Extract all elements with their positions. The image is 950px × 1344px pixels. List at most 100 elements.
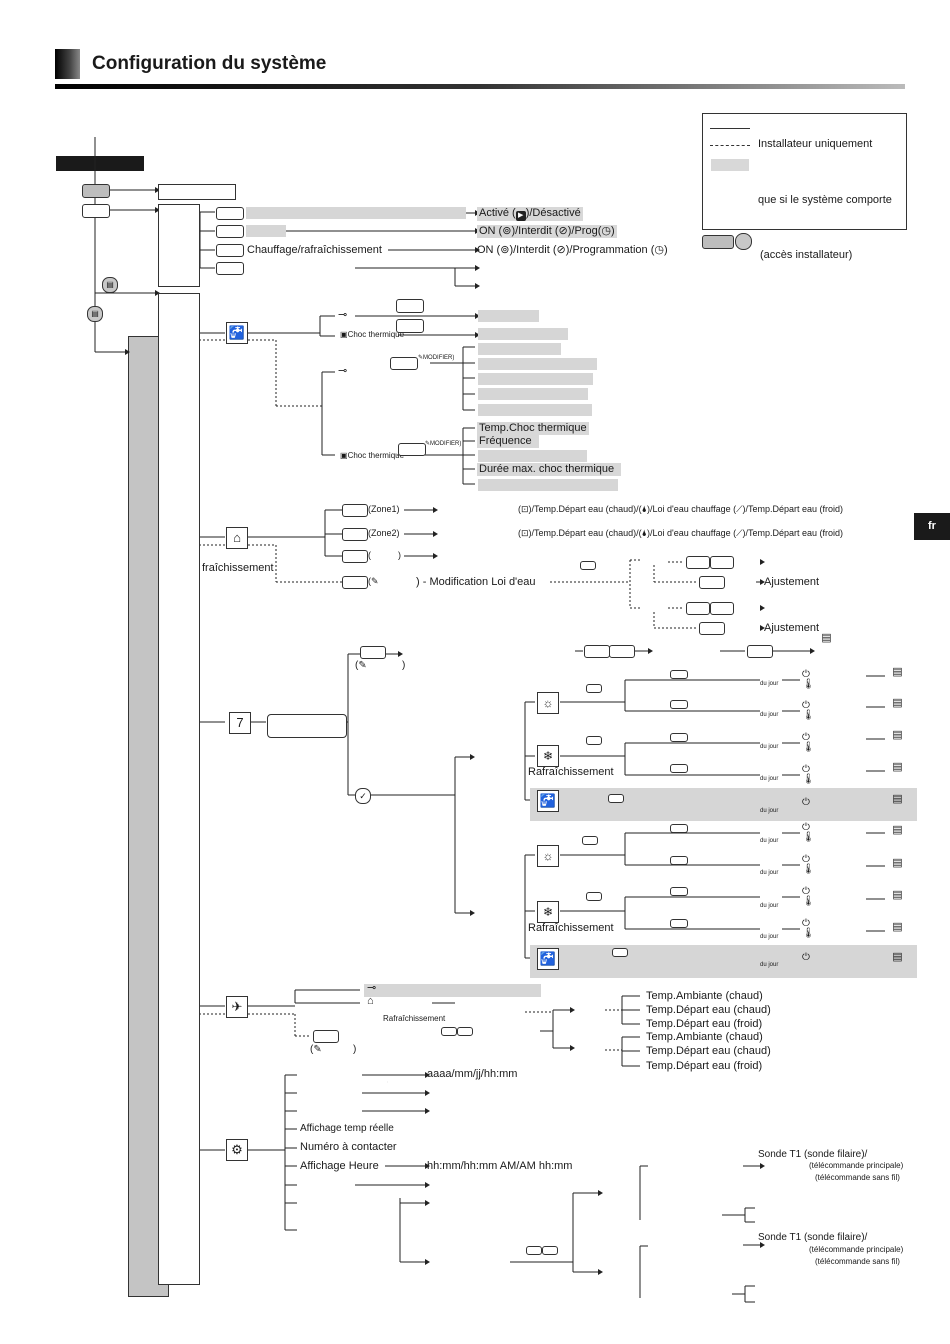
curve-button-2b[interactable] xyxy=(710,602,734,615)
rafraichissement-label-1: Rafraîchissement xyxy=(528,766,614,778)
sun-icon-1[interactable]: ☼ xyxy=(537,692,559,714)
power-icon-10: ⏻ xyxy=(802,952,810,963)
on-prog-end: ) xyxy=(610,225,615,237)
period-button-5[interactable] xyxy=(670,824,688,833)
zone1-button[interactable] xyxy=(342,504,368,517)
holiday-edit-paren-close: ) xyxy=(353,1044,357,1055)
clock-icon: ◷ xyxy=(601,225,611,237)
zone2-button[interactable] xyxy=(342,528,368,541)
water-law-mini-button[interactable] xyxy=(580,561,596,570)
dhw-schedule-icon-2[interactable]: 🚰 xyxy=(537,948,559,970)
house-icon[interactable]: ⌂ xyxy=(226,527,248,549)
list-icon-10: ▤ xyxy=(892,951,903,963)
period-button-1[interactable] xyxy=(670,670,688,679)
on-prog-mid: )/Interdit ( xyxy=(511,225,559,237)
list-icon-7: ▤ xyxy=(892,857,903,869)
dhw-button-1[interactable] xyxy=(396,299,424,313)
modification-loi-label: ) - Modification Loi d'eau xyxy=(416,576,536,588)
period-button-4[interactable] xyxy=(670,764,688,773)
main-button-2[interactable] xyxy=(82,204,110,218)
legend-dashed-line xyxy=(710,145,750,146)
dhw-band-1 xyxy=(478,310,539,322)
water-law-button[interactable] xyxy=(342,576,368,589)
holiday-button-b[interactable] xyxy=(457,1027,473,1036)
modifier-label-2: ✎MODIFIER) xyxy=(425,441,462,447)
drop-icon-1: 🌢 xyxy=(641,504,648,514)
sun-icon-2[interactable]: ☼ xyxy=(537,845,559,867)
duree-max-label: Durée max. choc thermique xyxy=(477,463,621,476)
adjust-button-1[interactable] xyxy=(699,576,725,589)
option-button-4[interactable] xyxy=(216,262,244,275)
settings-gear-icon[interactable]: ⚙ xyxy=(226,1139,248,1161)
menu-icon-b[interactable]: ▤ xyxy=(87,306,103,322)
list-icon-3: ▤ xyxy=(892,729,903,741)
dhw-schedule-band-1 xyxy=(530,788,917,821)
snowflake-icon-2[interactable]: ❄ xyxy=(537,901,559,923)
schedule-paren-open: ( xyxy=(355,660,359,671)
option-button-3[interactable] xyxy=(216,244,244,257)
snowflake-icon-1[interactable]: ❄ xyxy=(537,745,559,767)
period-button-6[interactable] xyxy=(670,856,688,865)
tap-small-icon-1: ⊸ xyxy=(338,309,348,321)
zone1-values: (⊡)/Temp.Départ eau (chaud)/(🌢)/Loi d'ea… xyxy=(518,504,843,514)
period-button-3[interactable] xyxy=(670,733,688,742)
water-law-paren-open: ( xyxy=(368,576,371,586)
option-button-1[interactable] xyxy=(216,207,244,220)
schedule-save-button[interactable] xyxy=(747,645,773,658)
schedule-copy-button-a[interactable] xyxy=(584,645,610,658)
du-jour-3: du jour xyxy=(760,744,779,750)
dhw-band-4 xyxy=(478,358,597,370)
day-button-6[interactable] xyxy=(612,948,628,957)
day-button-3[interactable] xyxy=(608,794,624,803)
on-icon: ⊚ xyxy=(502,225,512,237)
holiday-temp-2: Temp.Départ eau (chaud) xyxy=(646,1004,771,1016)
zone3-button[interactable] xyxy=(342,550,368,563)
holiday-icon[interactable]: ✈ xyxy=(226,996,248,1018)
dhw-modify-button-1[interactable] xyxy=(390,357,418,370)
sensor-button-a[interactable] xyxy=(526,1246,542,1255)
holiday-button-a[interactable] xyxy=(441,1027,457,1036)
day-button-2[interactable] xyxy=(586,736,602,745)
on-prog-tail: )/Prog( xyxy=(567,225,602,237)
period-button-8[interactable] xyxy=(670,919,688,928)
list-icon-6: ▤ xyxy=(892,824,903,836)
zone3-paren-open: ( xyxy=(368,550,371,560)
curve-button-1a[interactable] xyxy=(686,556,710,569)
zone1-label: (Zone1) xyxy=(368,504,400,514)
date-format-label: aaaa/mm/jj/hh:mm xyxy=(427,1068,518,1080)
activated-label: Activé (▶)/Désactivé xyxy=(477,207,583,221)
day-button-5[interactable] xyxy=(586,892,602,901)
dhw-button-2[interactable] xyxy=(396,319,424,333)
legend-solid-line xyxy=(710,128,750,129)
dhw-modify-button-2[interactable] xyxy=(398,443,426,456)
modifier-label-1: ✎MODIFIER) xyxy=(418,355,455,361)
list-icon-8: ▤ xyxy=(892,889,903,901)
adjust-button-2[interactable] xyxy=(699,622,725,635)
dhw-schedule-icon-1[interactable]: 🚰 xyxy=(537,790,559,812)
curve-button-2a[interactable] xyxy=(686,602,710,615)
period-button-7[interactable] xyxy=(670,887,688,896)
sonde-label-1: Sonde T1 (sonde filaire)/ xyxy=(758,1149,868,1160)
day-button-4[interactable] xyxy=(582,836,598,845)
list-icon-5: ▤ xyxy=(892,793,903,805)
dhw-band-9 xyxy=(478,479,618,491)
sonde-label-2: Sonde T1 (sonde filaire)/ xyxy=(758,1232,868,1243)
curve-button-1b[interactable] xyxy=(710,556,734,569)
schedule-copy-button-b[interactable] xyxy=(609,645,635,658)
holiday-edit-button[interactable] xyxy=(313,1030,339,1043)
dhw-tap-icon[interactable]: 🚰 xyxy=(226,322,248,344)
period-button-2[interactable] xyxy=(670,700,688,709)
check-icon[interactable]: ✓ xyxy=(355,788,371,804)
highlight-row-2 xyxy=(246,225,286,237)
schedule-select-box[interactable] xyxy=(267,714,347,738)
day-button-1[interactable] xyxy=(586,684,602,693)
schedule-edit-paren-close: ) xyxy=(402,660,406,671)
schedule-edit-button[interactable] xyxy=(360,646,386,659)
sensor-button-b[interactable] xyxy=(542,1246,558,1255)
menu-icon-a[interactable]: ▤ xyxy=(102,277,118,293)
du-jour-2: du jour xyxy=(760,712,779,718)
zone2-label: (Zone2) xyxy=(368,528,400,538)
main-button-1[interactable] xyxy=(82,184,110,198)
option-button-2[interactable] xyxy=(216,225,244,238)
schedule-icon[interactable]: 7 xyxy=(229,712,251,734)
